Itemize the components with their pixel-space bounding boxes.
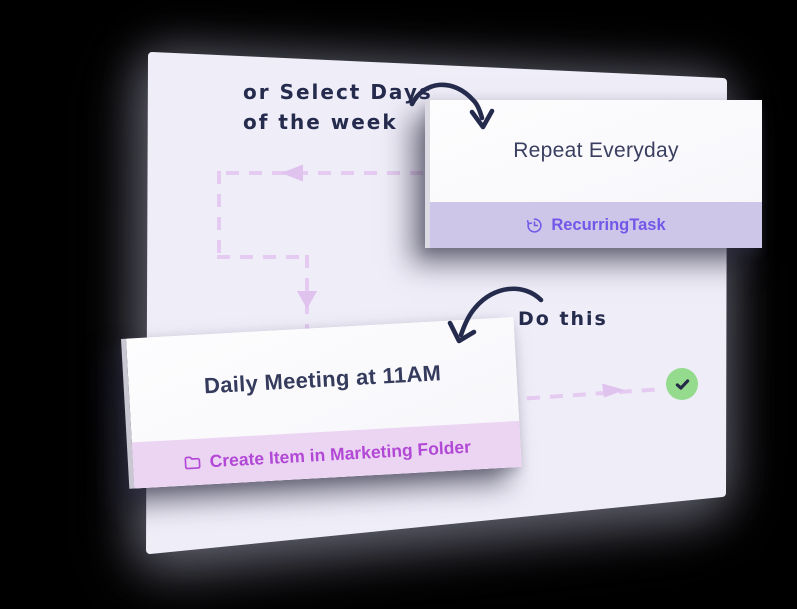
arrowhead-right	[602, 383, 625, 398]
annotation-do-this: Do this	[518, 308, 608, 330]
create-item-chip[interactable]: Create Item in Marketing Folder	[131, 420, 522, 489]
annotation-select-days-line2: of the week	[243, 110, 398, 134]
recurring-task-label: RecurringTask	[551, 215, 666, 234]
history-clock-icon	[526, 217, 543, 234]
folder-icon	[182, 452, 202, 472]
flow-connectors	[217, 171, 664, 402]
annotation-select-days-line1: or Select Days	[243, 80, 433, 104]
done-status-badge[interactable]	[666, 368, 698, 400]
create-item-label: Create Item in Marketing Folder	[209, 436, 472, 471]
repeat-card-title: Repeat Everyday	[513, 139, 679, 162]
arrowhead-left	[281, 164, 303, 182]
recurring-task-chip[interactable]: RecurringTask	[430, 202, 762, 248]
arrowhead-down	[297, 291, 317, 309]
connector-right-horizontal	[503, 387, 664, 402]
flow-arrowheads	[281, 164, 625, 398]
repeat-task-card[interactable]: Repeat Everyday RecurringTask	[425, 100, 762, 248]
annotation-select-days: or Select Days of the week	[243, 77, 433, 137]
daily-meeting-card[interactable]: Daily Meeting at 11AM Create Item in Mar…	[121, 317, 522, 489]
checkmark-icon	[673, 375, 692, 394]
